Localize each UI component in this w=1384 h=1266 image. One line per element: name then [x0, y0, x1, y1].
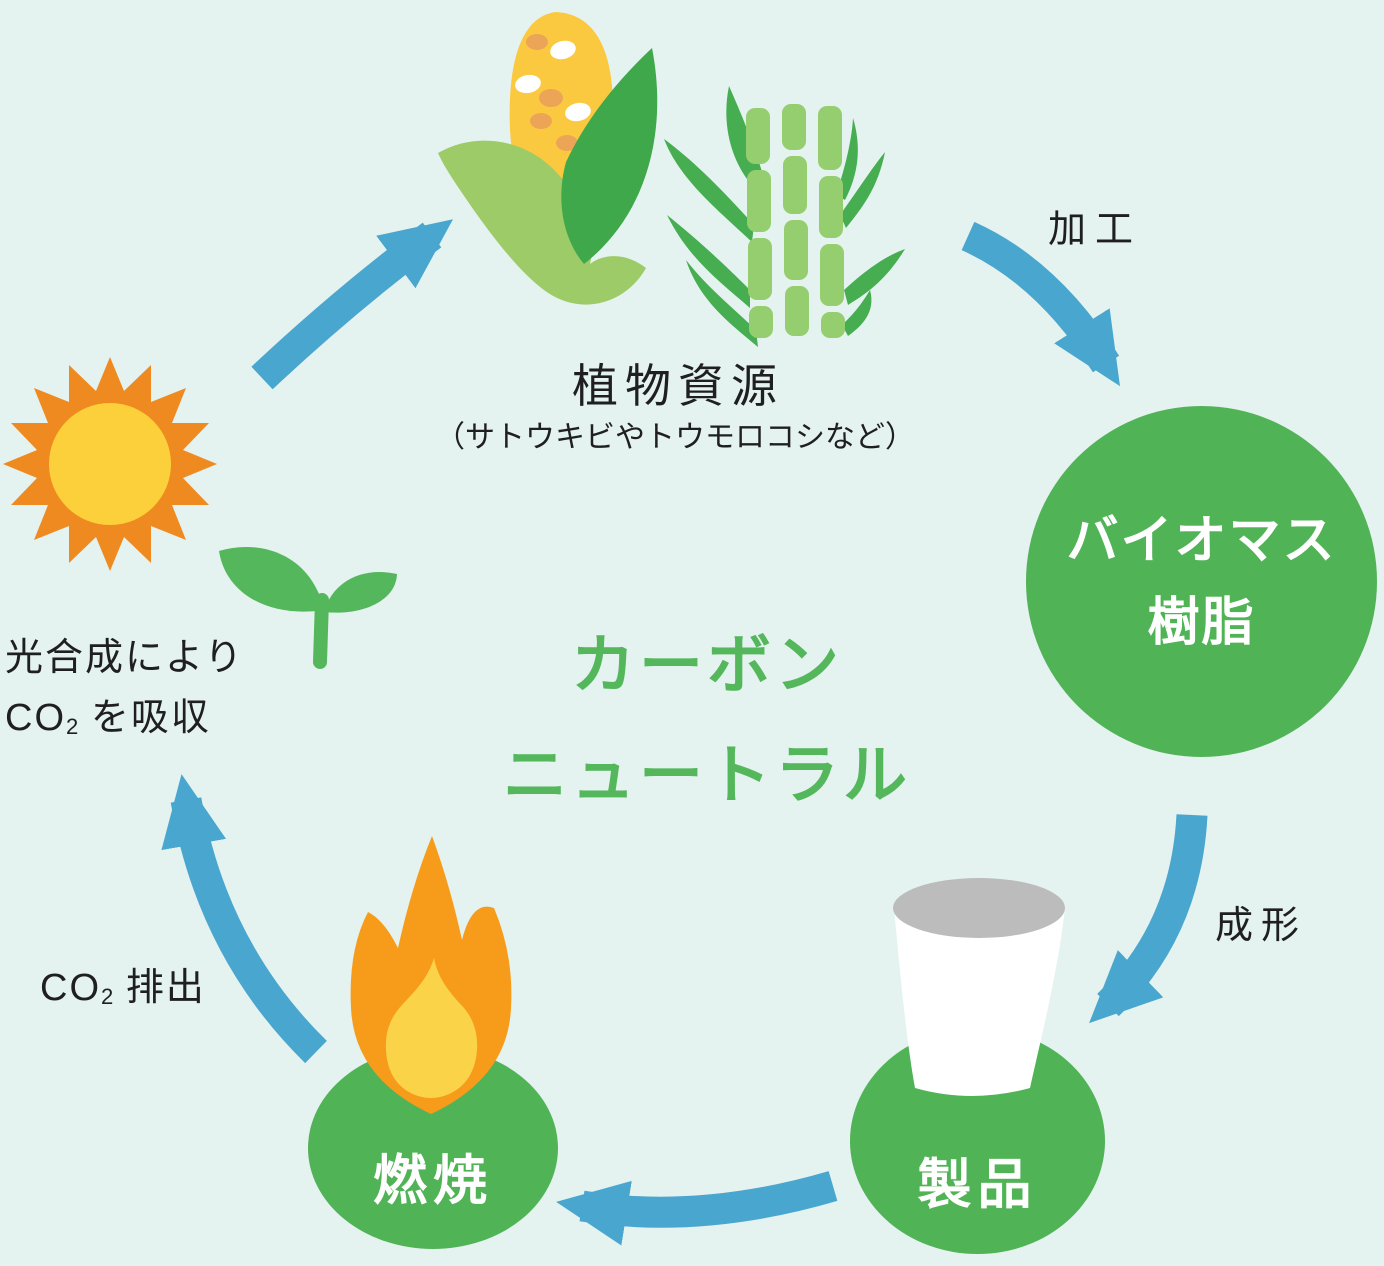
node-biomass-resin: バイオマス 樹脂 [1026, 406, 1377, 757]
corn-husk-leaf [438, 140, 646, 305]
molding-label: 成形 [1215, 905, 1308, 947]
sugarcane-stalks [746, 104, 845, 338]
arrow-icon-molding [1089, 814, 1208, 1024]
diagram-title-line2: ニュートラル [503, 739, 911, 811]
arrow-icon-sun-to-plants [251, 219, 454, 390]
arrow-icon-product-to-combustion [556, 1171, 838, 1246]
processing-label: 加工 [1048, 209, 1143, 251]
arrow-icon-processing [961, 221, 1120, 387]
sprout-icon [219, 546, 397, 669]
photosynthesis-label: 光合成により CO2 を吸収 [5, 628, 244, 757]
biomass-resin-label-line1: バイオマス [1066, 511, 1337, 570]
arrow-icon-co2-emission [161, 774, 327, 1064]
co2-emission-label: CO2 排出 [40, 967, 206, 1009]
photosynthesis-label-line2: CO2 を吸収 [5, 697, 211, 739]
plants-label: 植物資源 [572, 360, 784, 412]
combustion-label: 燃焼 [373, 1151, 493, 1211]
corn-icon [438, 12, 658, 305]
corn-kernels-white [515, 40, 591, 122]
diagram-title: カーボン ニュートラル [427, 610, 987, 830]
sugarcane-leaves [664, 86, 905, 347]
photosynthesis-label-line1: 光合成により [5, 637, 245, 679]
biomass-resin-label-line2: 樹脂 [1147, 593, 1256, 652]
diagram-title-line1: カーボン [571, 629, 843, 701]
sun-icon [3, 357, 217, 571]
sugarcane-icon [664, 86, 905, 347]
corn-dark-leaf [561, 48, 658, 264]
corn-stem [564, 263, 620, 301]
corn-kernels-orange [526, 34, 578, 151]
product-label: 製品 [917, 1155, 1038, 1215]
plants-note: （サトウキビやトウモロコシなど） [435, 421, 915, 454]
